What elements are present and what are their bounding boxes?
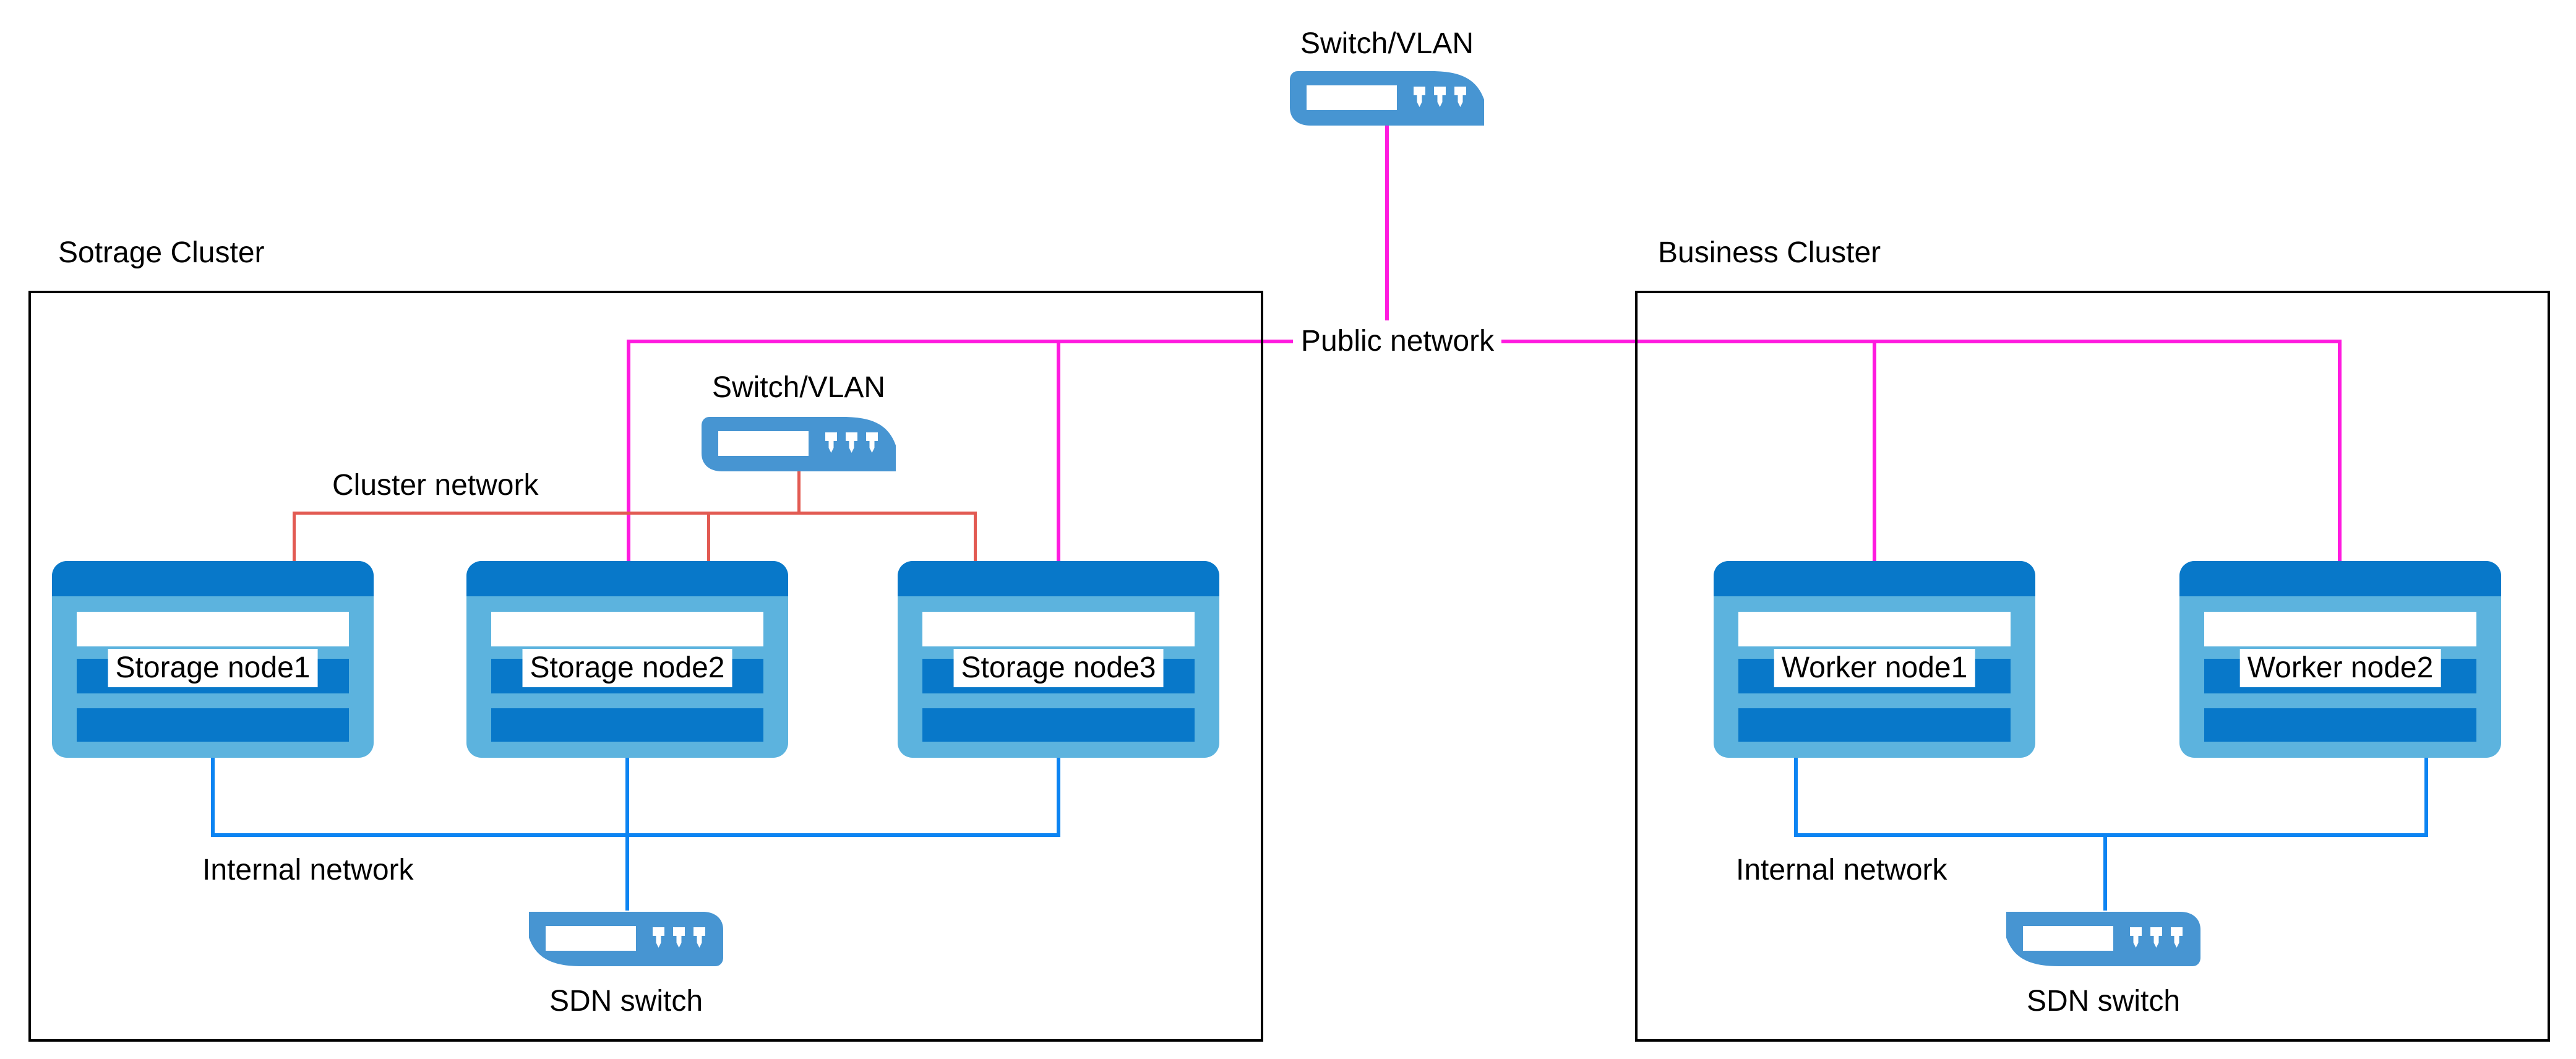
storage-node2-label: Storage node2: [522, 649, 732, 687]
server-bay: [1738, 708, 2011, 742]
worker-node1: Worker node1: [1714, 561, 2035, 758]
cluster-network-label: Cluster network: [332, 469, 539, 502]
worker-node2: Worker node2: [2179, 561, 2501, 758]
storage-switch-label: Switch/VLAN: [711, 371, 886, 404]
storage-node3: Storage node3: [898, 561, 1219, 758]
public-network-line-top-stub: [1385, 126, 1389, 320]
server-bay: [77, 708, 349, 742]
storage-sdn-switch-label: SDN switch: [549, 985, 703, 1018]
internal-network-drop-to-sdn-right: [2103, 833, 2107, 911]
storage-sdn-switch-icon: [527, 911, 725, 967]
business-sdn-switch-icon: [2004, 911, 2202, 967]
server-top-bar: [898, 561, 1219, 596]
storage-node1: Storage node1: [52, 561, 374, 758]
business-internal-network-label: Internal network: [1736, 854, 1947, 886]
storage-node2: Storage node2: [466, 561, 788, 758]
server-slot: [491, 612, 763, 646]
internal-network-drop-worker1: [1794, 758, 1798, 837]
public-network-line-left-segment: [627, 340, 1293, 343]
worker-node2-label: Worker node2: [2239, 649, 2441, 687]
server-slot: [2204, 612, 2476, 646]
public-network-drop-storage-node3: [1057, 340, 1060, 561]
top-switch-label: Switch/VLAN: [1300, 27, 1474, 60]
public-network-line-right-segment: [1500, 340, 2342, 343]
server-slot: [922, 612, 1195, 646]
internal-network-drop-node3: [1057, 758, 1060, 837]
server-top-bar: [1714, 561, 2035, 596]
internal-network-drop-worker2: [2424, 758, 2428, 837]
cluster-network-drop-node2: [707, 512, 710, 561]
cluster-network-line: [293, 512, 977, 515]
cluster-network-drop-node3: [974, 512, 977, 561]
server-top-bar: [52, 561, 374, 596]
storage-node3-label: Storage node3: [953, 649, 1164, 687]
business-cluster-box: [1635, 291, 2550, 1042]
storage-cluster-title: Sotrage Cluster: [58, 236, 265, 269]
cluster-network-switch-stub: [797, 471, 801, 513]
internal-network-line: [211, 833, 1060, 837]
business-cluster-title: Business Cluster: [1658, 236, 1881, 269]
top-switch-vlan-icon: [1288, 70, 1486, 127]
server-bay: [2204, 708, 2476, 742]
server-slot: [77, 612, 349, 646]
business-sdn-switch-label: SDN switch: [2026, 985, 2181, 1018]
server-slot: [1738, 612, 2011, 646]
storage-internal-network-label: Internal network: [202, 854, 414, 886]
public-network-drop-worker-node2: [2338, 340, 2342, 561]
server-top-bar: [466, 561, 788, 596]
public-network-label: Public network: [1293, 322, 1502, 361]
storage-cluster-box: [28, 291, 1263, 1042]
cluster-network-drop-node1: [293, 512, 296, 561]
storage-node1-label: Storage node1: [108, 649, 318, 687]
internal-network-drop-node1: [211, 758, 215, 837]
public-network-drop-storage-node2: [627, 340, 630, 561]
internal-network-line-right: [1794, 833, 2428, 837]
public-network-drop-worker-node1: [1873, 340, 1876, 561]
storage-switch-vlan-icon: [700, 416, 898, 473]
worker-node1-label: Worker node1: [1774, 649, 1975, 687]
server-bay: [491, 708, 763, 742]
server-top-bar: [2179, 561, 2501, 596]
server-bay: [922, 708, 1195, 742]
